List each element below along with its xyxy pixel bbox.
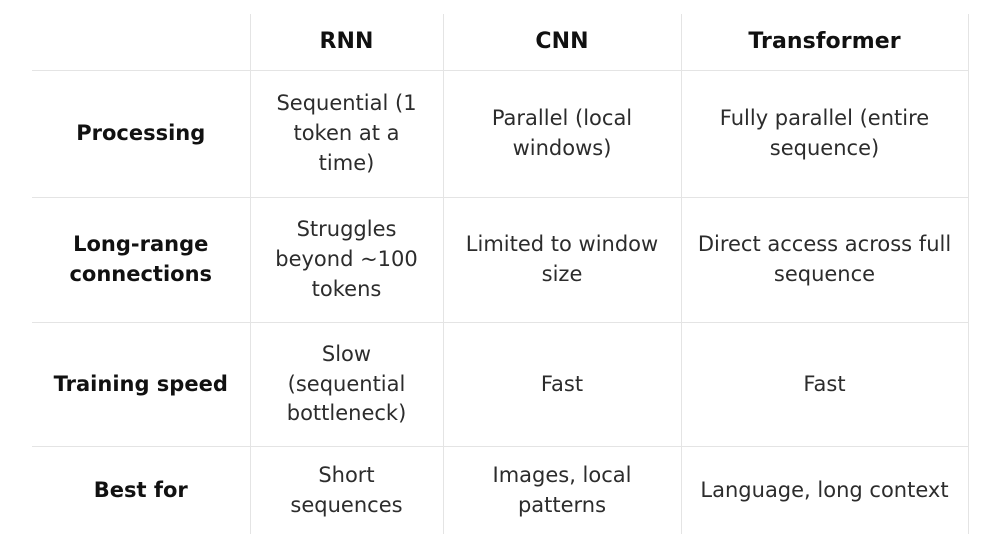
row-label-long-range-connections: Long-range connections <box>32 197 250 323</box>
row-label-training-speed: Training speed <box>32 322 250 447</box>
cell-processing-transformer: Fully parallel (entire sequence) <box>680 70 969 198</box>
cell-long-range-transformer: Direct access across full sequence <box>680 197 969 323</box>
table-row: Best for Short sequences Images, local p… <box>32 446 969 534</box>
column-header-rnn: RNN <box>249 14 444 71</box>
cell-processing-rnn: Sequential (1 token at a time) <box>249 70 444 198</box>
header-row: RNN CNN Transformer <box>32 14 969 71</box>
comparison-table-container: RNN CNN Transformer Processing Sequentia… <box>32 14 969 534</box>
cell-training-speed-cnn: Fast <box>442 322 682 447</box>
cell-long-range-cnn: Limited to window size <box>442 197 682 323</box>
cell-training-speed-rnn: Slow (sequential bottleneck) <box>249 322 444 447</box>
row-label-processing: Processing <box>32 70 250 198</box>
table-row: Long-range connections Struggles beyond … <box>32 197 969 323</box>
column-header-transformer: Transformer <box>680 14 969 71</box>
cell-training-speed-transformer: Fast <box>680 322 969 447</box>
table-row: Training speed Slow (sequential bottlene… <box>32 322 969 447</box>
table-row: Processing Sequential (1 token at a time… <box>32 70 969 198</box>
architecture-comparison-table: RNN CNN Transformer Processing Sequentia… <box>32 14 969 534</box>
cell-best-for-rnn: Short sequences <box>249 446 444 534</box>
row-label-best-for: Best for <box>93 477 188 502</box>
table-header: RNN CNN Transformer <box>32 14 969 71</box>
table-corner-cell <box>32 14 250 71</box>
cell-best-for-transformer: Language, long context <box>680 446 969 534</box>
cell-processing-cnn: Parallel (local windows) <box>442 70 682 198</box>
cell-long-range-rnn: Struggles beyond ~100 tokens <box>249 197 444 323</box>
cell-best-for-cnn: Images, local patterns <box>442 446 682 534</box>
column-header-cnn: CNN <box>442 14 682 71</box>
table-body: Processing Sequential (1 token at a time… <box>32 70 969 534</box>
